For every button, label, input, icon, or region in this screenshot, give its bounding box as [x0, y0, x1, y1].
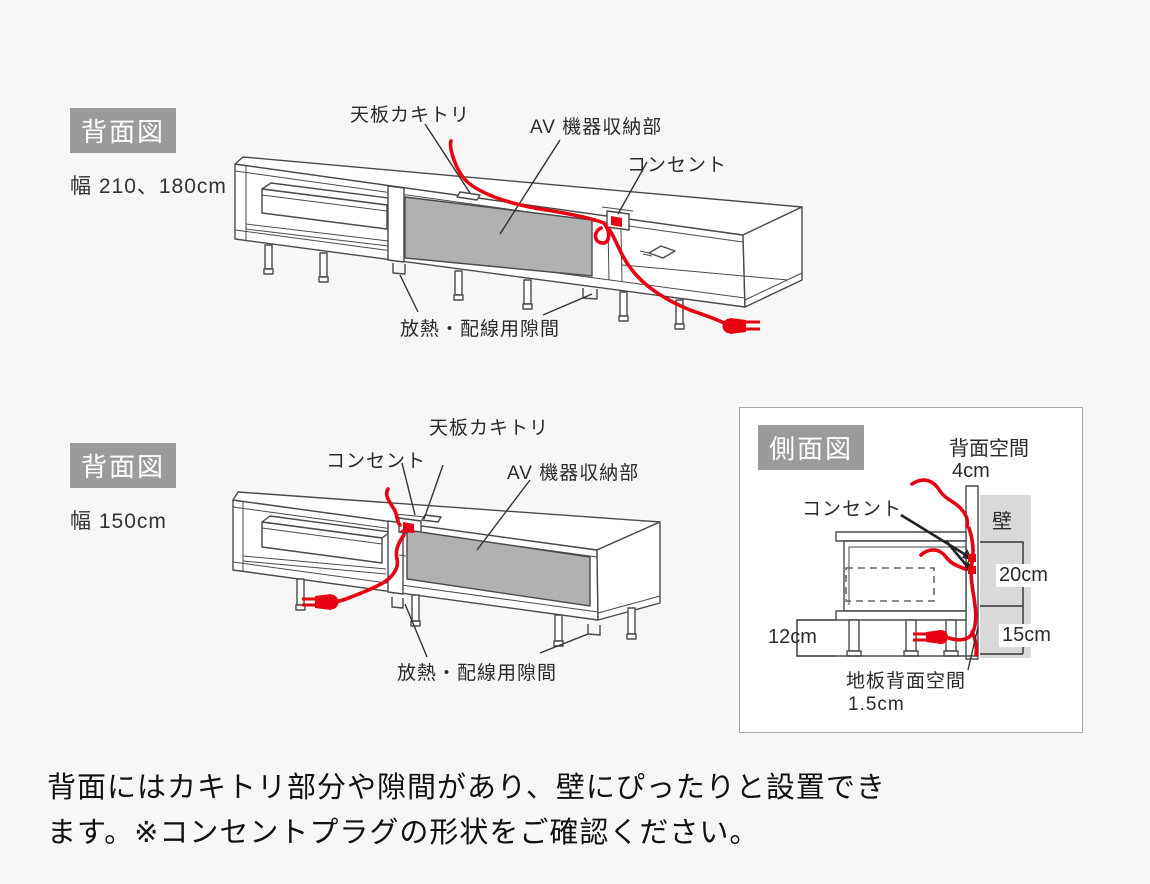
- footer-note: 背面にはカキトリ部分や隙間があり、壁にぴったりと設置でき ます。※コンセントプラ…: [47, 766, 886, 856]
- rear-view-small-title-box: 背面図: [70, 443, 176, 488]
- annotation-top-cutout-large: 天板カキトリ: [350, 105, 471, 126]
- rear-view-small-drawing: [232, 462, 661, 658]
- bottom-board: [835, 610, 967, 621]
- annotation-outlet-small: コンセント: [326, 451, 427, 472]
- cabinet-body: [843, 540, 967, 612]
- side-view-drawing: [796, 478, 1031, 671]
- vent-notch-right: [582, 288, 598, 300]
- rear-view-small-width-label: 幅 150cm: [70, 510, 167, 533]
- back-space-value: 4cm: [952, 460, 990, 482]
- top-cutout-notch: [456, 191, 481, 201]
- power-cord: [448, 139, 606, 225]
- side-view-title-box: 側面図: [758, 425, 864, 470]
- annotation-top-cutout-small: 天板カキトリ: [429, 418, 550, 439]
- lower-dim-label: 15cm: [999, 624, 1054, 647]
- cabinet-legs: [263, 244, 685, 330]
- top-cutout-notch: [421, 514, 442, 523]
- vent-notch-right: [587, 624, 601, 636]
- cabinet-legs: [846, 619, 959, 657]
- annotation-av-storage-large: AV 機器収納部: [530, 117, 663, 138]
- partition: [387, 185, 405, 263]
- rear-view-small-title: 背面図: [80, 452, 165, 482]
- vent-notch-left: [391, 597, 404, 609]
- rear-view-large-title-box: 背面図: [70, 108, 176, 153]
- top-board: [835, 531, 967, 542]
- annotation-vent-gap-large: 放熱・配線用隙間: [400, 319, 561, 340]
- side-view-title: 側面図: [768, 434, 853, 464]
- annotation-outlet-side: コンセント: [802, 499, 903, 520]
- power-plug-icon: [722, 318, 760, 334]
- footer-line-1: 背面にはカキトリ部分や隙間があり、壁にぴったりと設置でき: [47, 772, 886, 804]
- connector-icon: [639, 245, 676, 259]
- power-plug-icon: [302, 594, 339, 610]
- annotation-outlet-large: コンセント: [627, 155, 728, 176]
- power-plug-icon: [913, 630, 948, 644]
- power-cord: [910, 478, 970, 528]
- floor-back-space-value: 1.5cm: [848, 694, 905, 715]
- wall-label: 壁: [992, 511, 1012, 533]
- cabinet-right-end: [596, 521, 661, 621]
- vent-notch-left: [392, 263, 406, 275]
- leg-height-label: 12cm: [768, 626, 817, 648]
- wall-dimension-brackets: [980, 541, 1024, 655]
- annotation-av-storage-small: AV 機器収納部: [507, 463, 640, 484]
- back-space-label: 背面空間: [949, 438, 1029, 460]
- cabinet-legs: [295, 578, 637, 647]
- upper-dim-label: 20cm: [996, 564, 1051, 587]
- rear-view-large-width-label: 幅 210、180cm: [70, 175, 227, 198]
- rear-view-large-title: 背面図: [80, 117, 165, 147]
- cabinet-right-end: [742, 206, 803, 308]
- power-cord: [384, 487, 402, 527]
- rear-view-large-drawing: [234, 123, 803, 334]
- side-view-panel: 側面図 背面空間 4cm コンセント 壁 20cm 15cm 12cm 地板背面…: [739, 407, 1083, 733]
- annotation-vent-gap-small: 放熱・配線用隙間: [397, 663, 558, 684]
- leg-height-bracket: [796, 619, 836, 657]
- footer-line-2: ます。※コンセントプラグの形状をご確認ください。: [47, 817, 760, 849]
- av-panel: [406, 529, 591, 607]
- av-panel: [404, 196, 593, 277]
- outlet-red-socket: [611, 216, 622, 227]
- floor-back-space-label: 地板背面空間: [846, 671, 967, 692]
